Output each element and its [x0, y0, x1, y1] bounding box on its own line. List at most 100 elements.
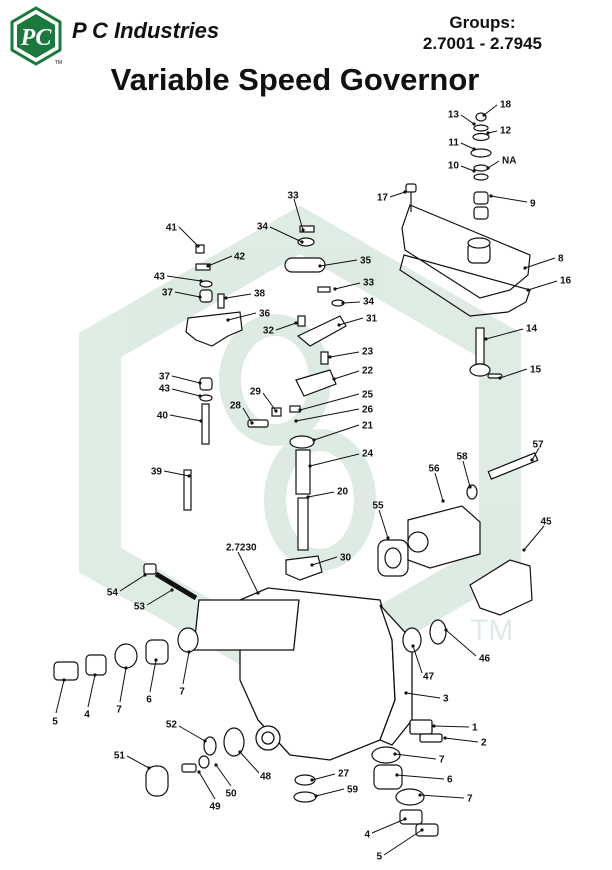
- callout-10: 10: [448, 161, 476, 173]
- watermark-tm: TM: [470, 614, 513, 647]
- clip-33-top: [299, 225, 315, 233]
- ring-na: [473, 164, 489, 172]
- leader-arrow-15: [498, 376, 502, 380]
- callout-label-10: 10: [448, 161, 460, 172]
- leader-line-29: [262, 392, 277, 412]
- callout-31: 31: [337, 314, 378, 327]
- callout-21: 21: [312, 421, 374, 442]
- callout-6a: 6: [146, 658, 158, 706]
- leader-arrow-25: [298, 408, 302, 412]
- leader-line-39: [163, 470, 190, 477]
- callout-label-12: 12: [500, 126, 512, 137]
- callout-27: 27: [310, 769, 350, 782]
- leader-arrow-31: [337, 323, 341, 327]
- callout-47: 47: [411, 644, 435, 683]
- callout-label-33b: 33: [363, 278, 375, 289]
- leader-arrow-NA: [486, 166, 490, 170]
- washer-52: [203, 736, 217, 756]
- leader-line-9: [490, 195, 528, 203]
- leader-arrow-2: [443, 736, 447, 740]
- callout-label-57: 57: [532, 440, 544, 451]
- lever-14: [469, 363, 491, 377]
- callout-label-43b: 43: [159, 384, 171, 395]
- callout-57: 57: [530, 440, 544, 462]
- sleeve-24: [295, 449, 311, 495]
- callout-55: 55: [372, 501, 390, 540]
- leader-arrow-7d: [418, 793, 422, 797]
- leader-arrow-6b: [395, 773, 399, 777]
- cover-1: [409, 719, 433, 735]
- clamp-7-left: [114, 643, 138, 669]
- leader-arrow-59: [314, 794, 318, 798]
- callout-46: 46: [444, 628, 491, 665]
- leader-line-38: [225, 293, 252, 299]
- leader-line-31: [338, 317, 364, 326]
- leader-arrow-32: [294, 321, 298, 325]
- callout-7c: 7: [393, 752, 445, 766]
- spacer-37-lower: [199, 377, 213, 391]
- callout-label-18: 18: [500, 100, 512, 111]
- callout-label-5a: 5: [52, 717, 58, 728]
- leader-arrow-50: [214, 763, 218, 767]
- callout-label-32: 32: [263, 326, 275, 337]
- leader-line-13: [460, 114, 475, 125]
- seal-59: [293, 791, 317, 803]
- leader-arrow-45: [522, 548, 526, 552]
- callout-label-23: 23: [362, 347, 374, 358]
- leader-line-22: [333, 370, 360, 380]
- callout-label-7a: 7: [116, 705, 122, 716]
- pc-industries-logo: PC TM: [10, 6, 62, 66]
- housing-56-bore: [407, 531, 429, 553]
- groups-block: Groups: 2.7001 - 2.7945: [423, 12, 542, 54]
- leader-arrow-3: [404, 691, 408, 695]
- leader-arrow-17: [403, 190, 407, 194]
- callout-label-55: 55: [372, 501, 384, 512]
- leader-arrow-37b: [198, 381, 202, 385]
- leader-line-47: [412, 645, 423, 674]
- leader-arrow-16: [526, 288, 530, 292]
- leader-line-49: [198, 771, 216, 800]
- screw-41: [195, 244, 205, 254]
- leader-line-5a: [55, 679, 65, 714]
- leader-arrow-14: [484, 337, 488, 341]
- cover-4-left: [85, 654, 107, 676]
- callout-label-34a: 34: [257, 222, 269, 233]
- leader-line-51: [126, 755, 150, 769]
- leader-line-26: [295, 408, 360, 422]
- leader-line-42: [207, 255, 233, 267]
- leader-arrow-34a: [300, 240, 304, 244]
- callout-8: 8: [523, 254, 564, 270]
- leader-arrow-34b: [341, 301, 345, 305]
- leader-line-7a: [119, 667, 127, 703]
- leader-arrow-13: [472, 122, 476, 126]
- callout-53: 53: [134, 588, 174, 613]
- leader-arrow-36: [226, 318, 230, 322]
- washer-34-top: [297, 237, 315, 247]
- callout-label-11: 11: [448, 138, 459, 149]
- washer-50: [198, 755, 210, 769]
- callout-43b: 43: [159, 384, 202, 398]
- logo-hexagon-inner: [17, 14, 55, 58]
- ring-10: [473, 173, 489, 181]
- callout-label-49: 49: [209, 802, 221, 813]
- bushing-upper: [473, 191, 489, 205]
- callout-15: 15: [498, 365, 542, 380]
- bushing-lower: [473, 206, 489, 220]
- leader-line-33b: [334, 282, 361, 290]
- leader-arrow-11: [472, 147, 476, 151]
- washer-43-lower: [199, 394, 213, 402]
- leader-arrow-51: [147, 766, 151, 770]
- callout-label-28: 28: [230, 401, 242, 412]
- leader-arrow-56: [441, 499, 445, 503]
- leader-line-37a: [174, 291, 201, 298]
- callout-label-37b: 37: [159, 372, 171, 383]
- leader-line-7b: [182, 651, 190, 685]
- screw-49: [181, 763, 197, 773]
- leader-line-34a: [269, 226, 303, 243]
- leader-arrow-49: [197, 770, 201, 774]
- housing-top-opening: [192, 599, 300, 651]
- callout-13: 13: [448, 110, 476, 126]
- pin-32: [297, 315, 306, 327]
- bearing-47: [402, 627, 422, 653]
